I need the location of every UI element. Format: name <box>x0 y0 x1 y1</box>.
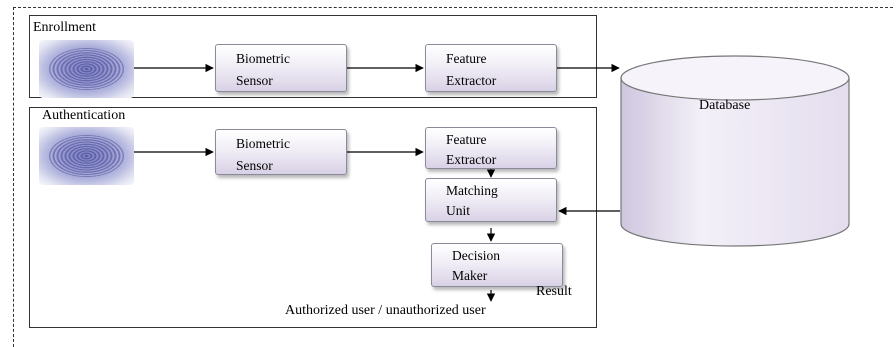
system-boundary <box>13 7 893 347</box>
fingerprint-icon <box>39 40 134 98</box>
result-label: Result <box>536 284 572 299</box>
authentication-title: Authentication <box>42 108 126 123</box>
enrollment-title: Enrollment <box>33 20 96 35</box>
diagram-connectors <box>134 55 850 302</box>
database-cylinder <box>620 55 850 247</box>
outcome-label: Authorized user / unauthorized user <box>285 303 486 318</box>
database-label: Database <box>699 98 751 113</box>
fingerprint-icon <box>39 127 134 185</box>
